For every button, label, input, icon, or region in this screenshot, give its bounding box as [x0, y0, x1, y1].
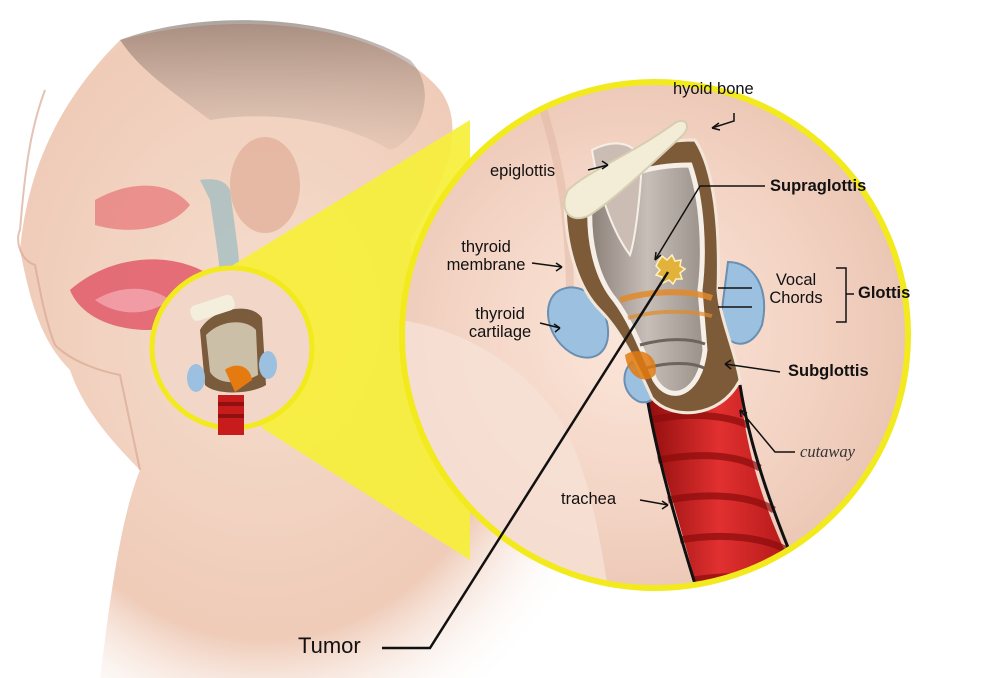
- label-thyroid-cartilage-line2: cartilage: [468, 323, 532, 342]
- label-supraglottis: Supraglottis: [770, 177, 867, 195]
- label-thyroid-membrane: thyroid membrane: [440, 238, 532, 275]
- label-subglottis: Subglottis: [788, 362, 869, 380]
- label-tumor: Tumor: [298, 633, 361, 658]
- label-glottis: Glottis: [858, 284, 911, 302]
- small-magnifier: [149, 265, 315, 435]
- label-cutaway: cutaway: [800, 442, 855, 461]
- callout-cone: [228, 120, 470, 560]
- label-hyoid-bone: hyoid bone: [673, 80, 754, 98]
- label-thyroid-cartilage-line1: thyroid: [475, 305, 525, 323]
- tumor-leader-line: [382, 271, 670, 650]
- label-trachea: trachea: [561, 490, 617, 508]
- label-thyroid-membrane-line1: thyroid: [461, 238, 511, 256]
- label-vocal-chords: Vocal Chords: [758, 271, 834, 308]
- leader-lines: [531, 113, 854, 510]
- label-vocal-chords-line1: Vocal: [775, 271, 817, 289]
- label-thyroid-cartilage: thyroid cartilage: [462, 305, 538, 342]
- label-vocal-chords-line2: Chords: [769, 289, 823, 308]
- label-thyroid-membrane-line2: membrane: [446, 256, 526, 275]
- label-epiglottis: epiglottis: [490, 162, 556, 180]
